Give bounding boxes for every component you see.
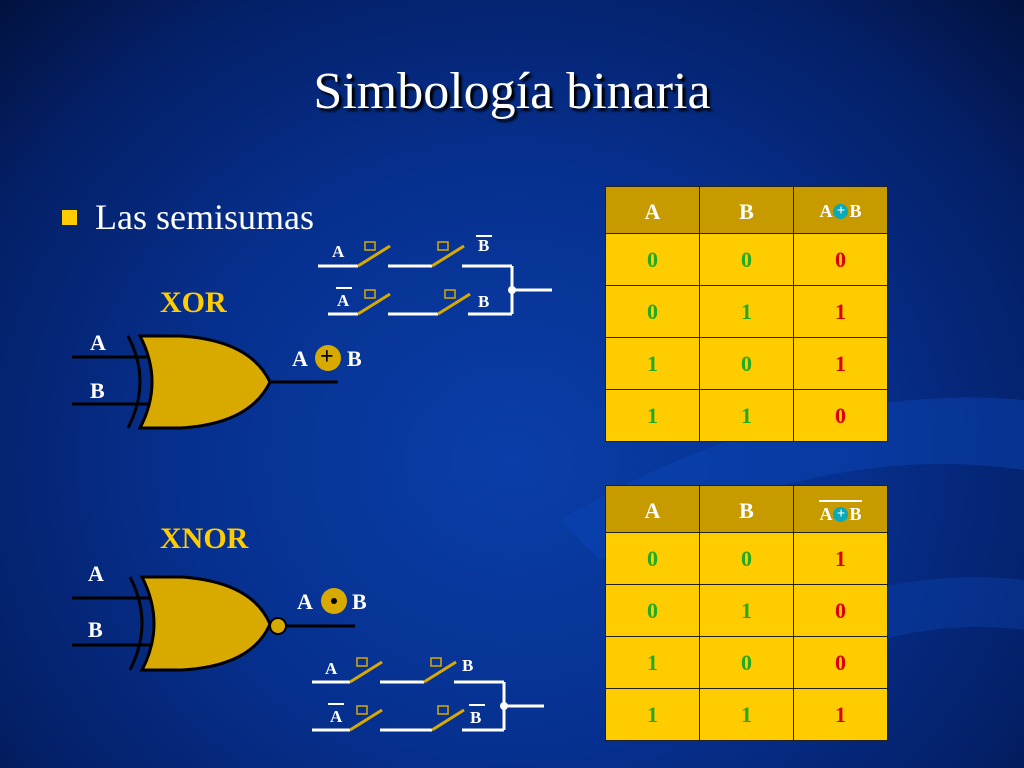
xnor-switch-label-b-not: B [470, 708, 482, 727]
cell-out: 0 [793, 389, 888, 442]
cell-b: 0 [699, 532, 794, 585]
cell-a: 1 [605, 337, 700, 390]
xor-switch-label-b: B [478, 292, 490, 311]
xor-output-b-label: B [347, 346, 362, 371]
cell-out: 1 [793, 532, 888, 585]
table-header-row: A B A + B [605, 186, 888, 234]
table-row: 1 1 1 [605, 688, 888, 741]
cell-b: 1 [699, 584, 794, 637]
table-row: 0 0 1 [605, 532, 888, 585]
header-out-b: B [849, 201, 862, 221]
xor-gate-symbol [72, 334, 338, 430]
xor-output-operator: + [320, 344, 334, 370]
cell-out: 0 [793, 584, 888, 637]
cell-a: 0 [605, 584, 700, 637]
table-row: 1 0 0 [605, 636, 888, 689]
header-output: A + B [793, 186, 888, 234]
bullet-square-icon [62, 209, 77, 225]
cell-b: 0 [699, 636, 794, 689]
header-a: A [605, 485, 700, 533]
header-b: B [699, 186, 794, 234]
xor-input-a-label: A [90, 330, 106, 355]
bullet-text: Las semisumas [95, 197, 314, 237]
xor-switch-circuit [318, 235, 552, 316]
xor-gate-label: XOR [160, 286, 227, 319]
cell-a: 0 [605, 285, 700, 338]
xor-switch-label-b-not: B [478, 236, 490, 255]
cell-out: 1 [793, 285, 888, 338]
xnor-switch-circuit [312, 657, 544, 732]
xor-plus-icon: + [833, 204, 849, 219]
xor-input-b-label: B [90, 378, 105, 403]
xnor-input-a-label: A [88, 561, 104, 586]
header-out-b: B [849, 504, 862, 524]
cell-out: 1 [793, 337, 888, 390]
cell-a: 1 [605, 688, 700, 741]
cell-b: 0 [699, 337, 794, 390]
table-header-row: A B A + B [605, 485, 888, 533]
xnor-switch-label-a: A [325, 659, 338, 678]
cell-a: 1 [605, 389, 700, 442]
table-row: 0 1 0 [605, 584, 888, 637]
header-b: B [699, 485, 794, 533]
cell-out: 1 [793, 688, 888, 741]
xnor-switch-label-b: B [462, 656, 474, 675]
cell-a: 1 [605, 636, 700, 689]
table-row: 1 0 1 [605, 337, 888, 390]
xnor-output-b-label: B [352, 589, 367, 614]
xnor-input-b-label: B [88, 617, 103, 642]
header-out-a: A [819, 201, 833, 221]
xor-switch-label-a: A [332, 242, 345, 261]
xnor-truth-table: A B A + B 0 0 1 0 1 0 1 0 0 1 1 1 [605, 485, 888, 741]
xor-truth-table: A B A + B 0 0 0 0 1 1 1 0 1 1 1 0 [605, 186, 888, 442]
table-row: 1 1 0 [605, 389, 888, 442]
xor-output-a-label: A [292, 346, 308, 371]
slide-title: Simbología binaria [313, 63, 711, 120]
cell-b: 1 [699, 285, 794, 338]
cell-b: 0 [699, 233, 794, 286]
header-output: A + B [793, 485, 888, 533]
cell-b: 1 [699, 688, 794, 741]
xnor-output-a-label: A [297, 589, 313, 614]
xnor-gate-symbol [72, 575, 355, 672]
bullet-item: Las semisumas [62, 196, 314, 238]
cell-a: 0 [605, 532, 700, 585]
table-row: 0 0 0 [605, 233, 888, 286]
table-row: 0 1 1 [605, 285, 888, 338]
xnor-switch-label-a-not: A [330, 707, 343, 726]
cell-out: 0 [793, 233, 888, 286]
xor-switch-label-a-not: A [337, 291, 350, 310]
header-a: A [605, 186, 700, 234]
cell-out: 0 [793, 636, 888, 689]
xnor-gate-label: XNOR [160, 522, 249, 555]
header-out-a: A [819, 504, 833, 524]
cell-b: 1 [699, 389, 794, 442]
xor-operator-circle [315, 345, 341, 371]
cell-a: 0 [605, 233, 700, 286]
xnor-plus-icon: + [833, 507, 849, 522]
